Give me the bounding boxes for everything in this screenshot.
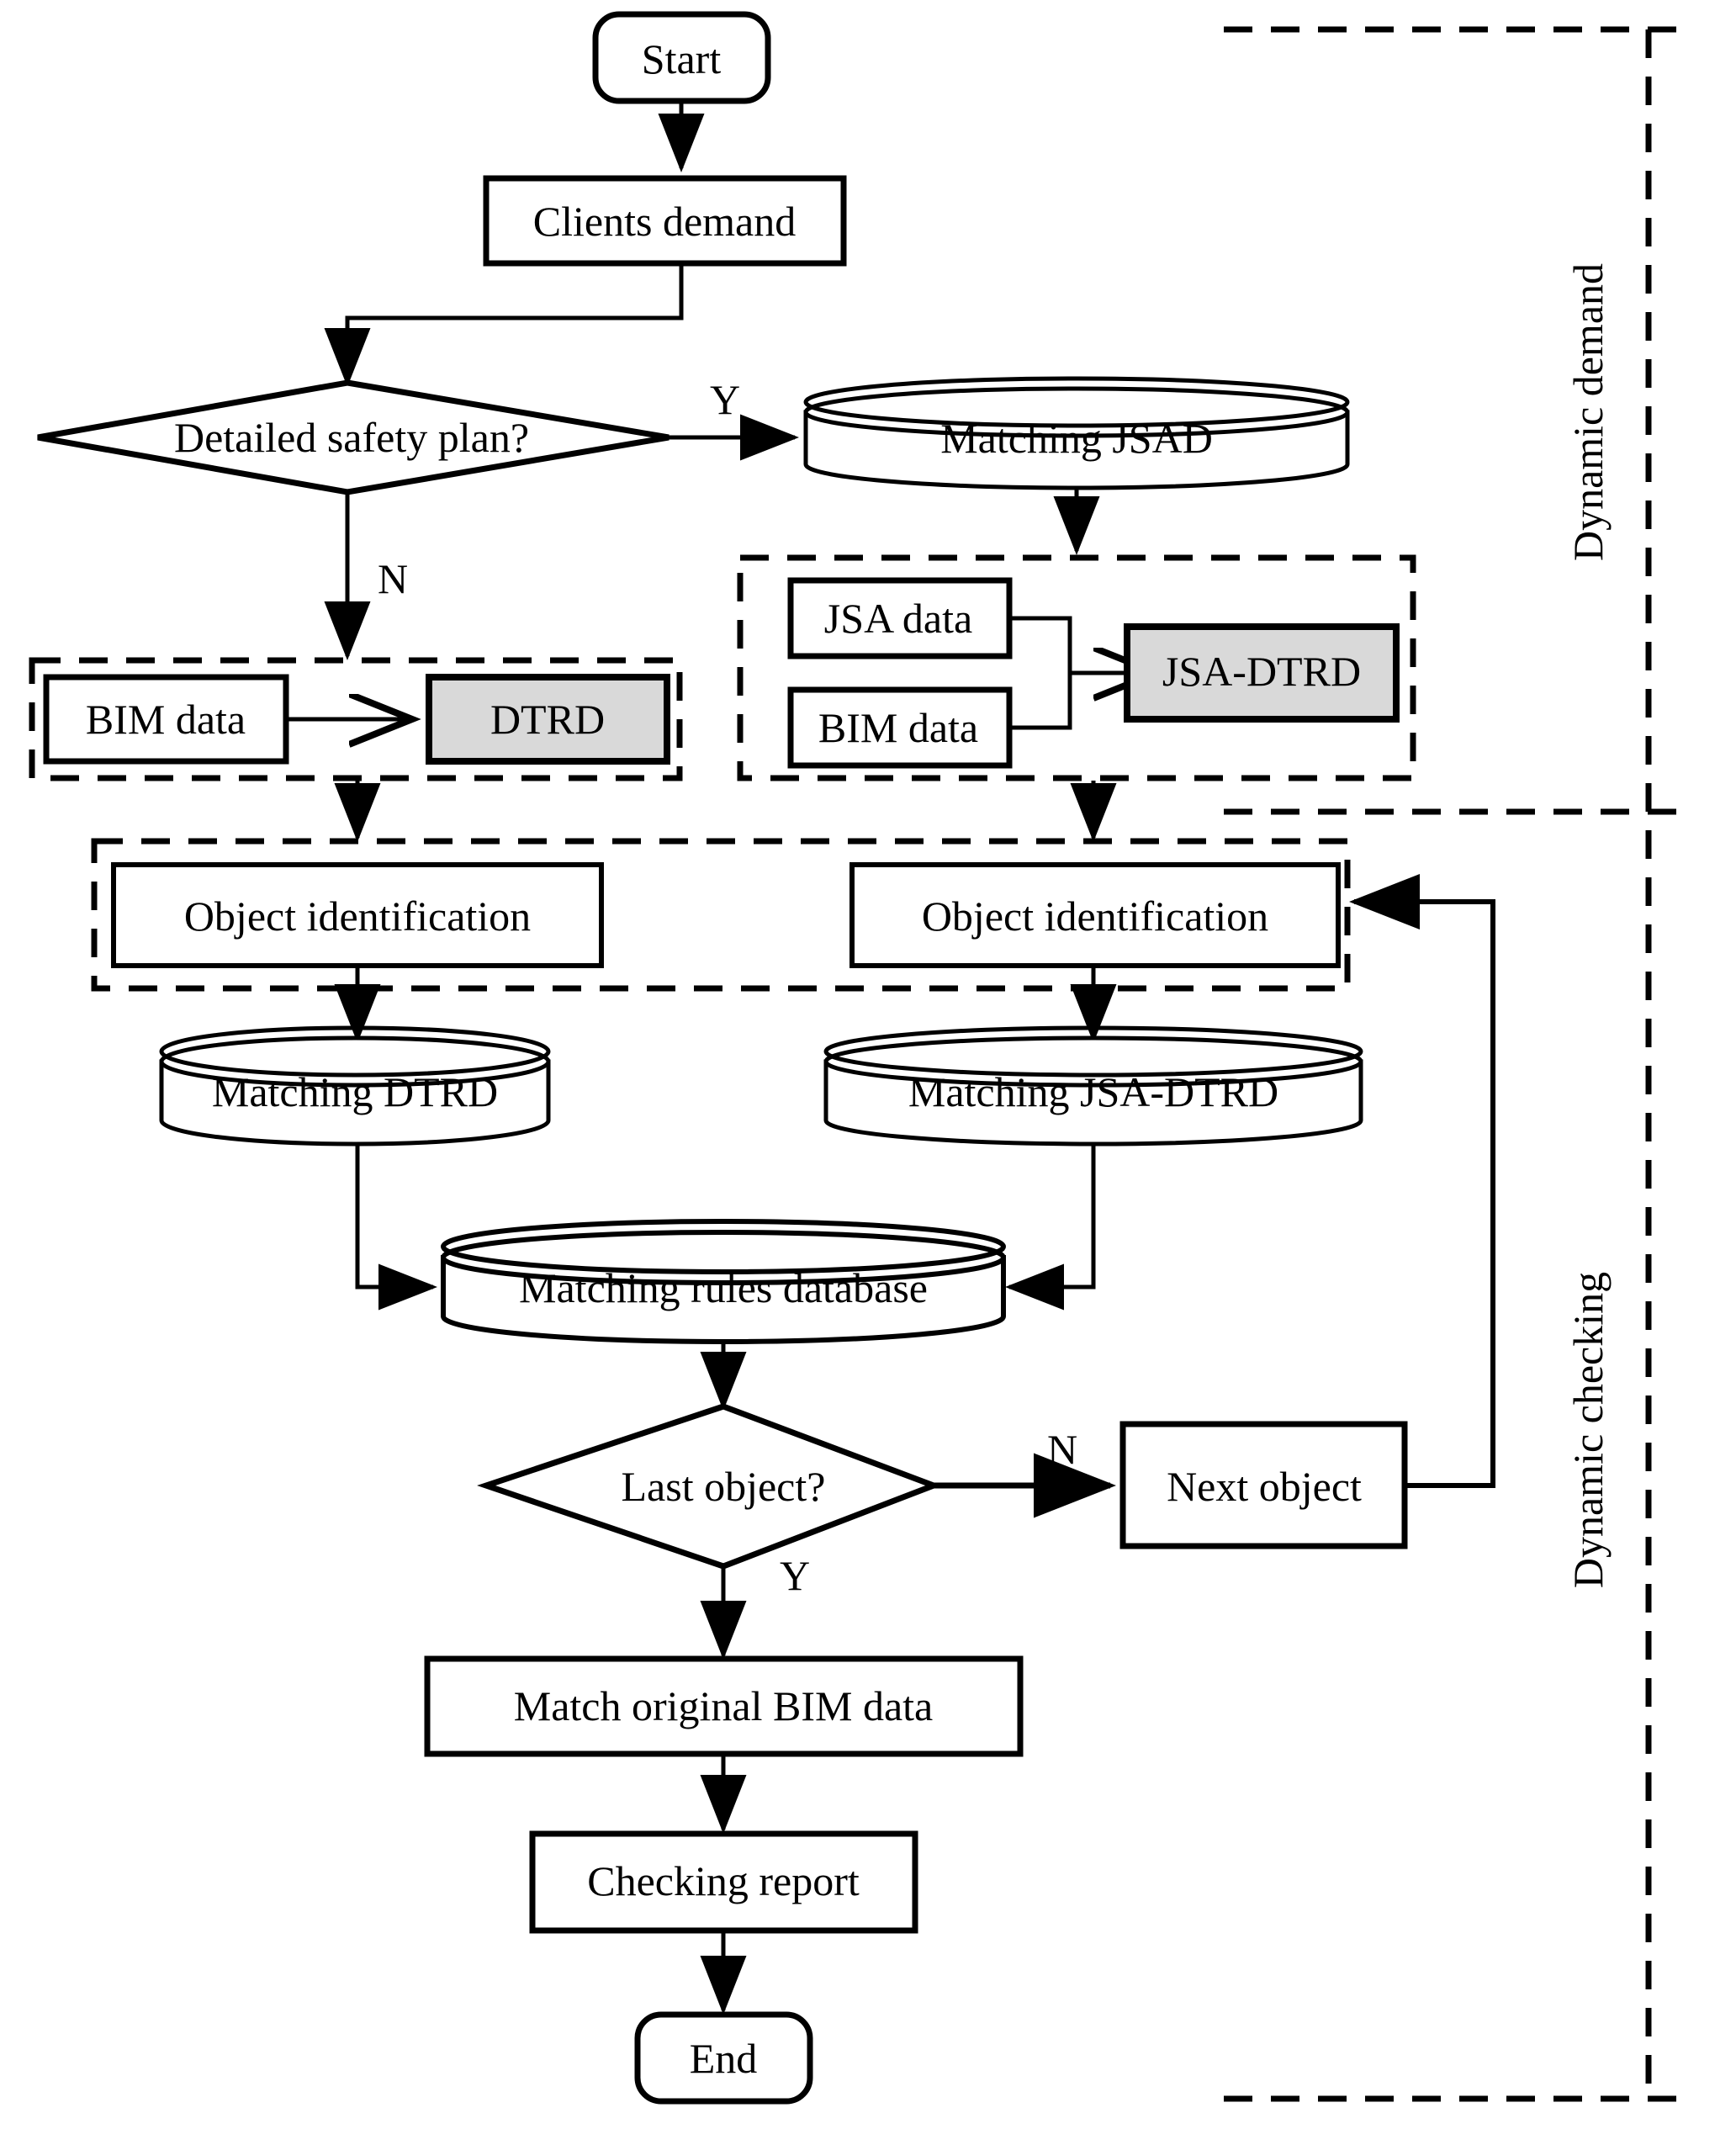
jsa-dtrd-shape[interactable] (1124, 623, 1400, 723)
node-object-identification-left[interactable]: Object identification (111, 862, 604, 968)
matching-jsad-label: Matching JSAD (940, 415, 1213, 462)
dtrd-label: DTRD (490, 696, 605, 743)
detailed-safety-plan-label: Detailed safety plan? (174, 414, 529, 461)
dashed-group-object-identification (91, 838, 1351, 992)
last-object-label: Last object? (622, 1463, 826, 1510)
node-detailed-safety-plan[interactable]: Detailed safety plan? (37, 379, 670, 495)
matching-rules-database-label: Matching rules database (519, 1264, 928, 1311)
node-jsa-dtrd[interactable]: JSA-DTRD (1124, 623, 1400, 723)
checking-report-shape[interactable] (529, 1830, 918, 1934)
edge-next-object-loop-back (1349, 874, 1495, 1488)
band-label-dynamic-demand: Dynamic demand (1564, 263, 1612, 561)
dynamic-demand-band: Dynamic demand (1224, 26, 1680, 815)
edge-matching-dtrd-to-rules-database (355, 1144, 437, 1311)
bim-data-right-label: BIM data (818, 704, 978, 751)
bim-data-right-shape[interactable] (787, 686, 1013, 769)
node-start[interactable]: Start (592, 11, 771, 104)
matching-jsa-dtrd-top-rim (823, 1025, 1363, 1078)
object-identification-right-label: Object identification (922, 892, 1268, 940)
object-identification-left-shape[interactable] (111, 862, 604, 968)
dynamic-checking-band: Dynamic checking (1224, 1272, 1680, 2102)
node-bim-data-left[interactable]: BIM data (43, 674, 289, 765)
start-label: Start (642, 35, 722, 82)
branch-label-safety-plan-no: N (378, 555, 408, 602)
clients-demand-label: Clients demand (533, 198, 796, 245)
jsa-data-shape[interactable] (787, 577, 1013, 659)
node-dtrd[interactable]: DTRD (426, 674, 670, 765)
object-identification-left-label: Object identification (184, 892, 531, 940)
branch-label-last-object-yes: Y (780, 1552, 810, 1599)
node-jsa-data[interactable]: JSA data (787, 577, 1013, 659)
branch-label-last-object-no: N (1047, 1426, 1077, 1473)
next-object-label: Next object (1167, 1463, 1362, 1510)
dashed-group-jsa-dtrd (737, 554, 1416, 781)
matching-jsa-dtrd-label: Matching JSA-DTRD (908, 1068, 1278, 1115)
node-last-object[interactable]: Last object? (477, 1403, 942, 1570)
detailed-safety-plan-shape[interactable] (37, 379, 670, 495)
node-checking-report[interactable]: Checking report (529, 1830, 918, 1934)
object-identification-right-shape[interactable] (849, 862, 1341, 968)
node-matching-dtrd[interactable]: Matching DTRD (159, 1025, 551, 1147)
dtrd-shape[interactable] (426, 674, 670, 765)
node-matching-jsa-dtrd[interactable]: Matching JSA-DTRD (823, 1025, 1363, 1147)
node-end[interactable]: End (634, 2011, 813, 2105)
match-original-bim-data-shape[interactable] (424, 1655, 1024, 1757)
end-shape[interactable] (634, 2011, 813, 2105)
last-object-shape[interactable] (477, 1403, 942, 1570)
matching-dtrd-label: Matching DTRD (212, 1068, 498, 1115)
node-matching-jsad[interactable]: Matching JSAD (803, 376, 1350, 490)
jsa-dtrd-label: JSA-DTRD (1162, 648, 1361, 695)
node-matching-rules-database[interactable]: Matching rules database (441, 1219, 1006, 1344)
band-label-dynamic-checking: Dynamic checking (1564, 1272, 1612, 1588)
edge-jsa-bim-junction (1009, 616, 1072, 730)
node-clients-demand[interactable]: Clients demand (483, 175, 847, 267)
branch-label-safety-plan-yes: Y (710, 376, 740, 423)
node-match-original-bim-data[interactable]: Match original BIM data (424, 1655, 1024, 1757)
node-next-object[interactable]: Next object (1119, 1421, 1408, 1549)
dashed-group-dtrd (29, 657, 683, 781)
match-original-bim-data-label: Match original BIM data (514, 1682, 934, 1729)
matching-rules-database-top-rim (441, 1219, 1006, 1274)
end-label: End (690, 2035, 758, 2082)
node-bim-data-right[interactable]: BIM data (787, 686, 1013, 769)
matching-dtrd-top-rim (159, 1025, 551, 1078)
next-object-shape[interactable] (1119, 1421, 1408, 1549)
matching-jsad-top-rim (803, 376, 1350, 428)
bim-data-left-shape[interactable] (43, 674, 289, 765)
edge-matching-jsa-dtrd-to-rules-database (1005, 1144, 1096, 1311)
node-object-identification-right[interactable]: Object identification (849, 862, 1341, 968)
edge-clients-demand-to-decision (324, 263, 684, 387)
jsa-data-label: JSA data (824, 595, 972, 642)
checking-report-label: Checking report (587, 1857, 860, 1904)
bim-data-left-label: BIM data (86, 696, 246, 743)
start-shape[interactable] (592, 11, 771, 104)
clients-demand-shape[interactable] (483, 175, 847, 267)
